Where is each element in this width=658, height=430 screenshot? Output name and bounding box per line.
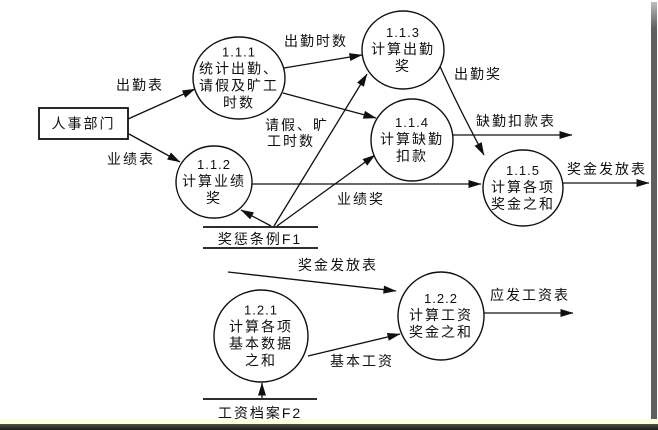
process-circle xyxy=(370,98,454,182)
right-shadow-bar xyxy=(651,2,657,424)
process-label-line: 基本数据 xyxy=(229,336,293,352)
flow-line xyxy=(282,92,377,119)
flow-line xyxy=(283,53,363,69)
flow-label: 应发工资表 xyxy=(490,287,570,303)
data-store-F1: 奖惩条例F1 xyxy=(203,226,318,249)
process-number: 1.2.2 xyxy=(424,291,458,306)
flow-label: 出勤奖 xyxy=(454,66,502,82)
flow-line xyxy=(276,154,376,227)
flow-label: 缺勤扣款表 xyxy=(476,113,556,129)
flow-label: 业绩表 xyxy=(107,151,155,167)
flow-label-line2: 工时数 xyxy=(267,133,315,149)
process-circle xyxy=(482,149,564,227)
process-circle xyxy=(192,36,286,120)
flow-attendance-sheet: 出勤表 xyxy=(116,77,196,120)
process-number: 1.1.1 xyxy=(222,45,256,60)
flow-label: 出勤表 xyxy=(116,77,164,93)
flow-line xyxy=(307,333,401,357)
process-label-line: 之和 xyxy=(245,353,277,369)
external-entity-personnel-dept: 人事部门 xyxy=(38,107,129,140)
flow-attendance-hours: 出勤时数 xyxy=(283,33,363,69)
entity-box xyxy=(38,107,129,140)
process-label-line: 计算缺勤 xyxy=(380,131,444,147)
flow-f1-to-1-1-2 xyxy=(240,209,272,227)
process-label-line: 奖 xyxy=(395,58,411,74)
flow-performance-sheet: 业绩表 xyxy=(107,133,181,167)
flow-f1-to-1-1-4 xyxy=(276,154,376,227)
process-label-line: 奖金之和 xyxy=(491,196,555,212)
flow-label: 业绩奖 xyxy=(337,191,385,207)
process-label-line: 统计出勤、 xyxy=(199,61,279,77)
flow-label: 请假、旷 xyxy=(265,117,329,133)
bottom-dark-bar xyxy=(0,424,658,430)
process-label-line: 计算出勤 xyxy=(371,41,435,57)
store-label: 奖惩条例F1 xyxy=(218,231,302,247)
flow-bonus-payout-table-in: 奖金发放表 xyxy=(227,257,397,294)
flow-absence-deduction-table: 缺勤扣款表 xyxy=(453,113,573,139)
entity-label: 人事部门 xyxy=(52,116,116,132)
flow-line xyxy=(273,73,368,227)
flow-line xyxy=(240,209,272,227)
process-number: 1.1.2 xyxy=(197,157,231,172)
flow-label: 基本工资 xyxy=(330,353,394,369)
process-label-line: 计算业绩 xyxy=(182,173,246,189)
flow-bonus-payout-table-out: 奖金发放表 xyxy=(563,161,650,187)
flow-performance-bonus: 业绩奖 xyxy=(252,180,482,207)
process-label-line: 奖金之和 xyxy=(409,324,473,340)
process-circle xyxy=(175,145,253,219)
process-number: 1.2.1 xyxy=(244,303,278,318)
process-number: 1.1.4 xyxy=(395,115,429,130)
flow-base-salary: 基本工资 xyxy=(307,333,401,369)
process-circle xyxy=(397,271,485,361)
process-label-line: 请假及旷工 xyxy=(199,78,279,94)
store-label: 工资档案F2 xyxy=(218,405,302,421)
flow-label: 出勤时数 xyxy=(284,33,348,49)
process-label-line: 时数 xyxy=(223,95,255,111)
flow-label: 奖金发放表 xyxy=(298,257,378,273)
process-label-line: 计算各项 xyxy=(491,179,555,195)
process-label-line: 计算各项 xyxy=(229,319,293,335)
flow-gross-salary-table: 应发工资表 xyxy=(484,287,574,317)
flow-line xyxy=(127,88,196,120)
flow-line xyxy=(128,133,181,163)
flow-label: 奖金发放表 xyxy=(567,161,647,177)
flow-line xyxy=(227,271,397,294)
process-label-line: 扣款 xyxy=(396,148,428,164)
process-label-line: 奖 xyxy=(206,190,222,206)
process-number: 1.1.3 xyxy=(386,25,420,40)
process-circle xyxy=(361,10,445,90)
process-circle xyxy=(213,289,309,383)
process-number: 1.1.5 xyxy=(506,163,540,178)
flow-f1-to-1-1-3 xyxy=(273,73,368,227)
process-label-line: 计算工资 xyxy=(409,307,473,323)
